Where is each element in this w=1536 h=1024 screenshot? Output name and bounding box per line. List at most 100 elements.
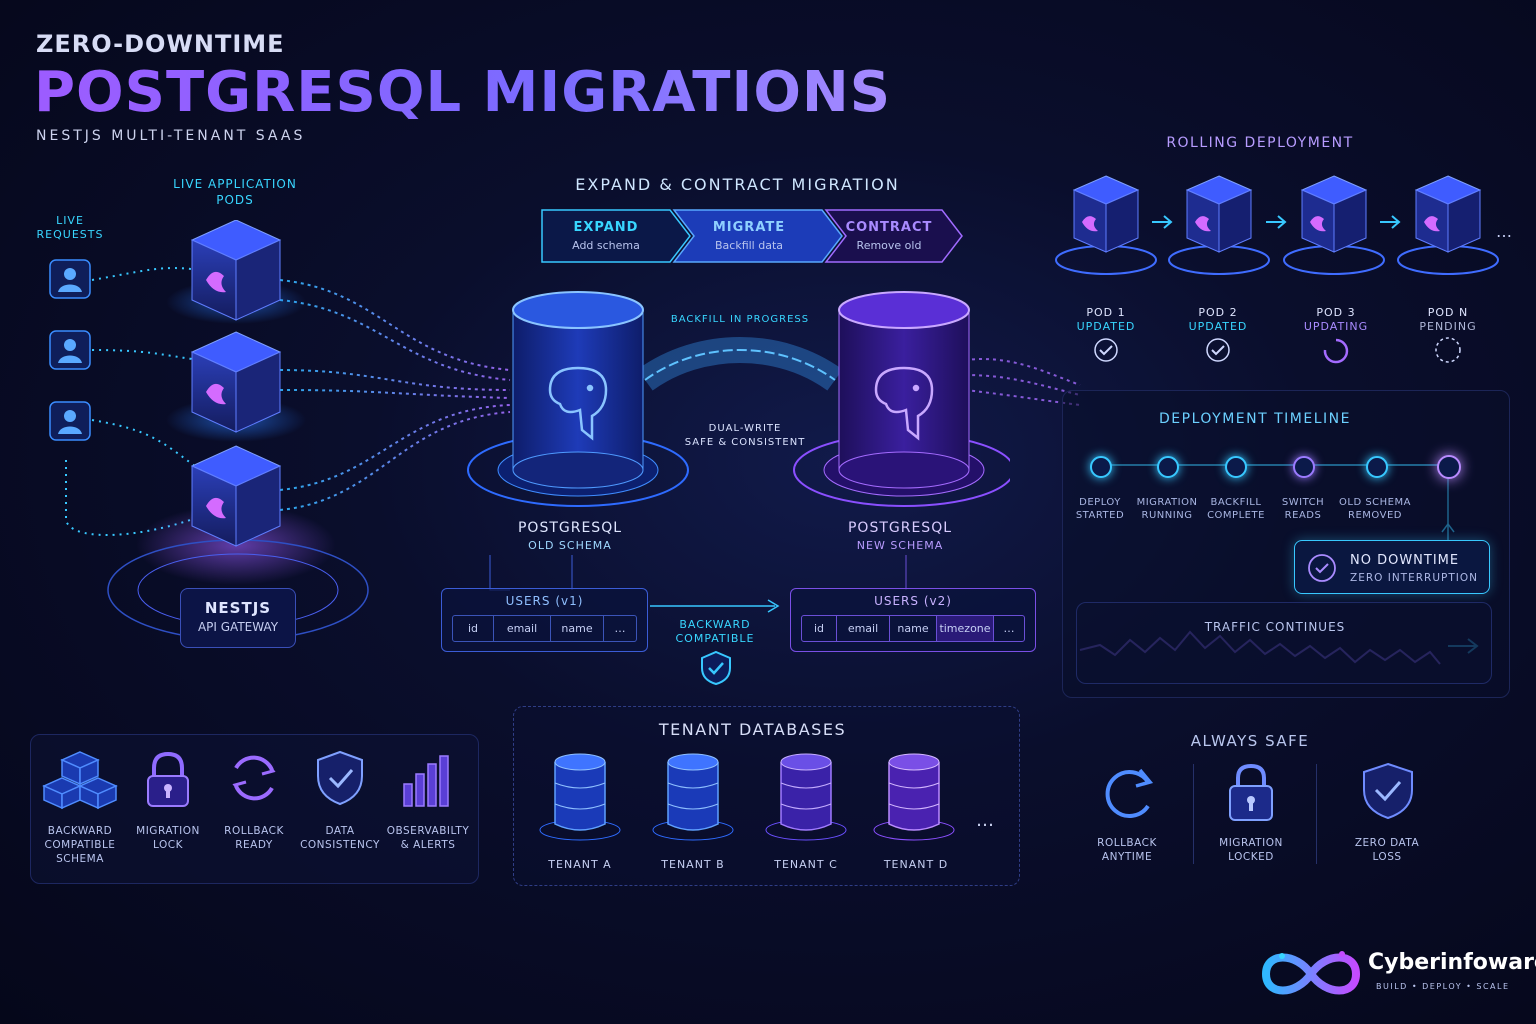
timeline-step-line: BACKFILL xyxy=(1210,497,1262,508)
feature-line: SCHEMA xyxy=(56,853,104,865)
dual-write-line2: SAFE & CONSISTENT xyxy=(684,437,806,448)
safe-line: LOSS xyxy=(1372,851,1402,863)
shield-check-icon xyxy=(1363,762,1413,820)
no-downtime-subtitle: ZERO INTERRUPTION xyxy=(1350,572,1478,584)
old-db-title: POSTGRESQL xyxy=(517,520,623,536)
user-icon xyxy=(49,401,91,441)
feature-line: DATA xyxy=(325,825,355,837)
divider xyxy=(1193,764,1194,864)
infinity-logo-icon xyxy=(1261,951,1361,995)
feature-line: MIGRATION xyxy=(136,825,200,837)
backfill-label: BACKFILL IN PROGRESS xyxy=(670,314,810,325)
pod-cube-icon xyxy=(1397,175,1499,275)
user-icons xyxy=(49,259,91,441)
tenant-db-icons xyxy=(539,753,955,841)
page-subtitle: NESTJS MULTI-TENANT SAAS xyxy=(36,128,306,144)
column-cell-new: timezone xyxy=(937,616,994,641)
tenant-label: TENANT A xyxy=(548,858,612,871)
pods-title-line2: PODS xyxy=(216,193,254,207)
pod-1-label: POD 1 UPDATED xyxy=(1066,306,1146,334)
timeline-step-line: SWITCH xyxy=(1281,497,1325,508)
pod-status: UPDATED xyxy=(1188,320,1248,333)
pod-cube-icon xyxy=(1168,175,1270,275)
database-icon xyxy=(539,753,621,841)
tenant-more: … xyxy=(976,810,994,831)
safe-line: ROLLBACK xyxy=(1097,837,1157,849)
feature-label: ROLLBACK READY xyxy=(212,824,296,852)
compat-line2: COMPATIBLE xyxy=(675,632,755,645)
pod-status-icons xyxy=(1094,337,1461,364)
pod-name: POD N xyxy=(1427,306,1469,319)
timeline-node xyxy=(1366,456,1388,478)
pod-cube-icon xyxy=(190,445,282,547)
feature-line: ROLLBACK xyxy=(224,825,284,837)
timeline-node xyxy=(1157,456,1179,478)
pod-name: POD 3 xyxy=(1316,306,1356,319)
pod-cube-icon xyxy=(1055,175,1157,275)
pods-title-line1: LIVE APPLICATION xyxy=(173,177,297,191)
app-pods xyxy=(190,220,282,547)
live-requests-label: LIVE REQUESTS xyxy=(30,214,110,242)
timeline-title: DEPLOYMENT TIMELINE xyxy=(1159,411,1351,427)
feature-line: & ALERTS xyxy=(400,839,456,851)
timeline-node-final xyxy=(1437,455,1461,479)
timeline-step-line: RUNNING xyxy=(1141,510,1193,521)
no-downtime-card: NO DOWNTIME ZERO INTERRUPTION xyxy=(1294,540,1490,594)
shield-check-icon xyxy=(701,650,731,686)
spinner-icon xyxy=(1323,338,1349,364)
pod-cube-icon xyxy=(190,220,282,321)
feature-label: DATA CONSISTENCY xyxy=(298,824,382,852)
api-gateway-box: NESTJS API GATEWAY xyxy=(180,588,296,648)
pod-status: UPDATED xyxy=(1076,320,1136,333)
refresh-icon xyxy=(1105,768,1154,818)
cubes-icon xyxy=(42,751,118,810)
step-expand-title: EXPAND xyxy=(573,220,639,235)
column-cell: id xyxy=(802,616,837,641)
users-v1-caption: USERS (v1) xyxy=(505,594,584,608)
rolling-title: ROLLING DEPLOYMENT xyxy=(1166,135,1354,151)
timeline-step-label: SWITCH READS xyxy=(1263,496,1343,522)
check-circle-icon xyxy=(1308,554,1336,582)
column-cell: … xyxy=(1003,622,1015,635)
tenant-title: TENANT DATABASES xyxy=(658,720,847,739)
users-v1-table: USERS (v1) id email name … xyxy=(441,588,648,652)
user-icon xyxy=(49,259,91,299)
feature-line: READY xyxy=(235,839,273,851)
new-db-icon xyxy=(793,291,1010,507)
users-v1-columns: id email name … xyxy=(452,615,637,642)
step-contract-title: CONTRACT xyxy=(845,220,933,235)
brand-name: Cyberinfoware xyxy=(1368,950,1536,975)
timeline-step-line: STARTED xyxy=(1075,510,1125,521)
pod-3-label: POD 3 UPDATING xyxy=(1296,306,1376,334)
old-db-subtitle: OLD SCHEMA xyxy=(528,539,612,552)
feature-line: BACKWARD xyxy=(47,825,113,837)
step-contract: CONTRACT Remove old xyxy=(838,210,940,262)
timeline-step-line: REMOVED xyxy=(1348,510,1402,521)
live-requests-line1: LIVE xyxy=(56,214,84,227)
safe-line: ANYTIME xyxy=(1101,851,1153,863)
migration-title: EXPAND & CONTRACT MIGRATION xyxy=(575,175,900,194)
safe-line: MIGRATION xyxy=(1219,837,1283,849)
user-icon xyxy=(49,330,91,370)
eyebrow-title: ZERO-DOWNTIME xyxy=(36,30,285,58)
safe-title: ALWAYS SAFE xyxy=(1190,732,1310,750)
users-v2-caption: USERS (v2) xyxy=(874,594,952,608)
database-icon xyxy=(765,753,847,841)
timeline-step-label: MIGRATION RUNNING xyxy=(1127,496,1207,522)
column-cell: email xyxy=(837,616,890,641)
timeline-step-label: BACKFILL COMPLETE xyxy=(1196,496,1276,522)
column-cell: name xyxy=(890,616,937,641)
timeline-step-label: OLD SCHEMA REMOVED xyxy=(1335,496,1415,522)
feature-line: CONSISTENCY xyxy=(300,839,380,851)
feature-line: OBSERVABILTY xyxy=(386,825,470,837)
timeline-node xyxy=(1090,456,1112,478)
no-downtime-title: NO DOWNTIME xyxy=(1350,553,1460,568)
old-db-label: POSTGRESQL OLD SCHEMA xyxy=(505,520,635,552)
safe-label: ROLLBACK ANYTIME xyxy=(1085,836,1169,864)
step-migrate-sub: Backfill data xyxy=(714,239,784,252)
feature-label: OBSERVABILTY & ALERTS xyxy=(386,824,470,852)
pod-2-label: POD 2 UPDATED xyxy=(1178,306,1258,334)
pod-name: POD 2 xyxy=(1198,306,1238,319)
old-db-icon xyxy=(467,291,689,507)
column-cell: … xyxy=(614,622,626,635)
